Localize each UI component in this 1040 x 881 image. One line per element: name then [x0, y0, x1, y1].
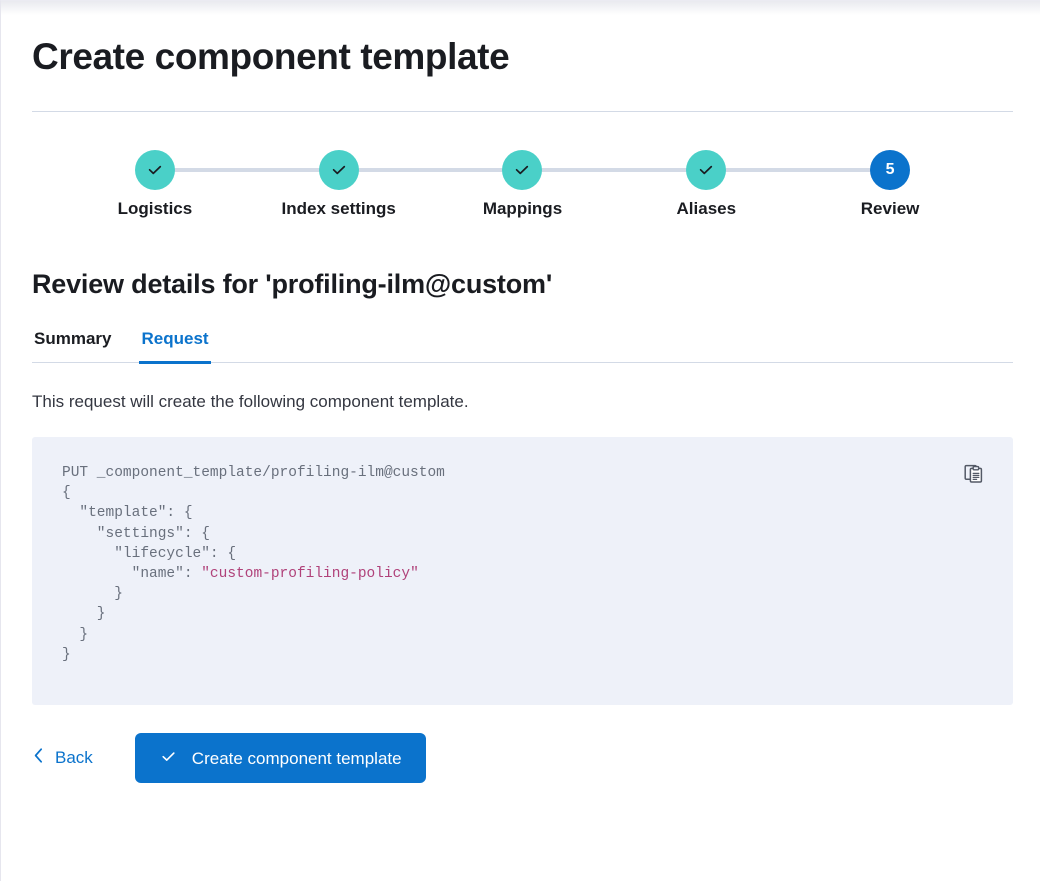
step-label: Mappings	[482, 199, 563, 218]
wizard-stepper: Logistics Index settings	[32, 150, 1013, 219]
step-indicator-complete[interactable]	[502, 150, 543, 190]
step-indicator-complete[interactable]	[134, 150, 175, 190]
step-number: 5	[885, 161, 895, 178]
check-icon	[159, 747, 178, 769]
request-body-before: { "template": { "settings": { "lifecycle…	[62, 485, 237, 583]
check-icon	[329, 160, 349, 180]
clipboard-icon	[963, 462, 985, 487]
step-label: Aliases	[676, 199, 737, 218]
page-title: Create component template	[32, 36, 510, 77]
stepper-step-mappings[interactable]: Mappings	[430, 150, 615, 219]
request-code-panel: PUT _component_template/profiling-ilm@cu…	[32, 437, 1013, 705]
request-body-after: } } } }	[62, 586, 123, 663]
request-body-value: "custom-profiling-policy"	[201, 566, 419, 583]
review-tablist: Summary Request	[32, 329, 1013, 364]
connector-left	[246, 168, 339, 172]
connector-left	[430, 168, 523, 172]
request-code-block: PUT _component_template/profiling-ilm@cu…	[62, 463, 983, 665]
title-divider	[32, 111, 1013, 112]
tab-summary[interactable]: Summary	[32, 329, 113, 364]
back-button[interactable]: Back	[32, 747, 93, 769]
connector-right	[706, 168, 799, 172]
step-label: Logistics	[117, 199, 193, 218]
step-indicator-complete[interactable]	[318, 150, 359, 190]
connector-right	[154, 168, 247, 172]
copy-to-clipboard-button[interactable]	[961, 461, 987, 487]
check-icon	[512, 160, 532, 180]
connector-left	[798, 168, 891, 172]
step-label: Index settings	[281, 199, 396, 218]
connector-right	[522, 168, 615, 172]
tab-request[interactable]: Request	[139, 329, 211, 364]
connector-right	[338, 168, 431, 172]
step-indicator-current[interactable]: 5	[870, 150, 911, 190]
request-method-line: PUT _component_template/profiling-ilm@cu…	[62, 465, 445, 481]
step-label: Review	[860, 199, 920, 218]
stepper-step-aliases[interactable]: Aliases	[614, 150, 799, 219]
check-icon	[696, 160, 716, 180]
create-component-template-button[interactable]: Create component template	[134, 733, 426, 783]
request-description: This request will create the following c…	[32, 392, 469, 411]
review-heading: Review details for 'profiling-ilm@custom…	[32, 269, 553, 299]
step-indicator-complete[interactable]	[686, 150, 727, 190]
stepper-step-review[interactable]: 5 Review	[798, 150, 982, 219]
wizard-actions: Back Create component template	[32, 733, 1013, 783]
check-icon	[145, 160, 165, 180]
stepper-step-index-settings[interactable]: Index settings	[246, 150, 431, 219]
stepper-step-logistics[interactable]: Logistics	[63, 150, 247, 219]
chevron-left-icon	[32, 747, 45, 769]
back-button-label: Back	[55, 748, 93, 767]
connector-left	[614, 168, 707, 172]
create-component-template-label: Create component template	[191, 748, 402, 768]
